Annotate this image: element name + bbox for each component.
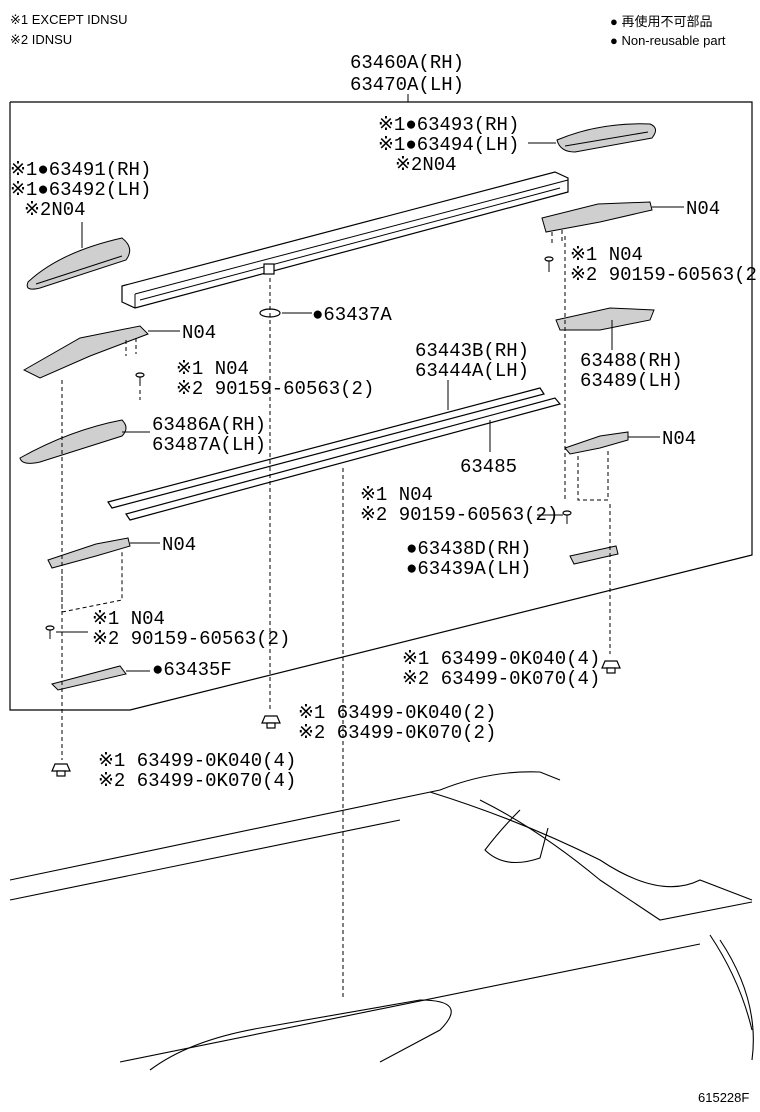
nut-right (601, 660, 621, 674)
rail-end-cover-right (556, 123, 656, 153)
cover-63488 (555, 307, 655, 331)
label-n04-right-cover: ※2N04 (395, 154, 457, 176)
label-n04-left-leg: N04 (182, 322, 216, 344)
base-63435f (51, 665, 127, 691)
label-nut-left-1: ※1 63499-0K040(4) (98, 750, 296, 772)
label-n04-left-cover: ※2N04 (24, 199, 86, 221)
label-n04-left-rear: N04 (162, 534, 196, 556)
assembly-frame (9, 101, 753, 711)
label-n04-right-leg: N04 (686, 198, 720, 220)
label-63485: 63485 (460, 456, 517, 478)
label-screw-right: ※2 90159-60563(2) (570, 264, 760, 286)
label-63435f: ●63435F (152, 659, 232, 681)
label-screw-left: ※2 90159-60563(2) (176, 378, 374, 400)
rail-leg-left-rear (47, 537, 131, 613)
label-63493: ※1●63493(RH) (378, 114, 519, 136)
label-63494: ※1●63494(LH) (378, 134, 519, 156)
label-n04-mid-screw: ※1 N04 (360, 484, 433, 506)
rail-leg-left-front (22, 325, 149, 379)
screw-lower (45, 625, 55, 639)
label-n04-lower-screw: ※1 N04 (92, 608, 165, 630)
assembly-rh-label: 63460A(RH) (350, 52, 464, 74)
nut-left (51, 763, 71, 777)
label-nut-center-2: ※2 63499-0K070(2) (298, 722, 496, 744)
installation-guides (61, 236, 611, 1000)
label-63439a: ●63439A(LH) (406, 558, 531, 580)
label-63486a: 63486A(RH) (152, 414, 266, 436)
label-screw-mid: ※2 90159-60563(2) (360, 504, 558, 526)
nut-center (261, 715, 281, 729)
label-nut-center-1: ※1 63499-0K040(2) (298, 702, 496, 724)
label-63488: 63488(RH) (580, 350, 683, 372)
legend-nonreusable-jp: ● 再使用不可部品 (610, 14, 712, 29)
label-nut-right-2: ※2 63499-0K070(4) (402, 668, 600, 690)
rail-leg-right-front (541, 201, 653, 246)
label-n04-right-rear: N04 (662, 428, 696, 450)
label-63491: ※1●63491(RH) (10, 159, 151, 181)
rail-leg-right-rear (564, 431, 629, 501)
label-n04-right-screw: ※1 N04 (570, 244, 643, 266)
legend-note-1: ※1 EXCEPT IDNSU (10, 12, 128, 27)
assembly-lh-label: 63470A(LH) (350, 74, 464, 96)
label-63438d: ●63438D(RH) (406, 538, 531, 560)
screw-right-front (544, 256, 554, 272)
diagram-id: 615228F (698, 1090, 749, 1105)
label-63487a: 63487A(LH) (152, 434, 266, 456)
roof-rail (121, 171, 569, 309)
cover-63486a (19, 419, 127, 464)
label-63492: ※1●63492(LH) (10, 179, 151, 201)
screw-mid (562, 510, 572, 524)
rail-end-cover-left (26, 237, 131, 290)
vehicle-roof-outline (9, 771, 754, 1071)
base-63438d (569, 545, 619, 565)
label-63489: 63489(LH) (580, 370, 683, 392)
legend-note-2: ※2 IDNSU (10, 32, 72, 47)
label-nut-left-2: ※2 63499-0K070(4) (98, 770, 296, 792)
legend-nonreusable-en: ● Non-reusable part (610, 33, 726, 48)
label-63437a: ●63437A (312, 304, 392, 326)
screw-left-front (135, 372, 145, 386)
label-63443b: 63443B(RH) (415, 340, 529, 362)
rail-moulding-strip (107, 387, 562, 521)
label-n04-left-screw: ※1 N04 (176, 358, 249, 380)
label-nut-right-1: ※1 63499-0K040(4) (402, 648, 600, 670)
label-screw-lower: ※2 90159-60563(2) (92, 628, 290, 650)
label-63444a: 63444A(LH) (415, 360, 529, 382)
